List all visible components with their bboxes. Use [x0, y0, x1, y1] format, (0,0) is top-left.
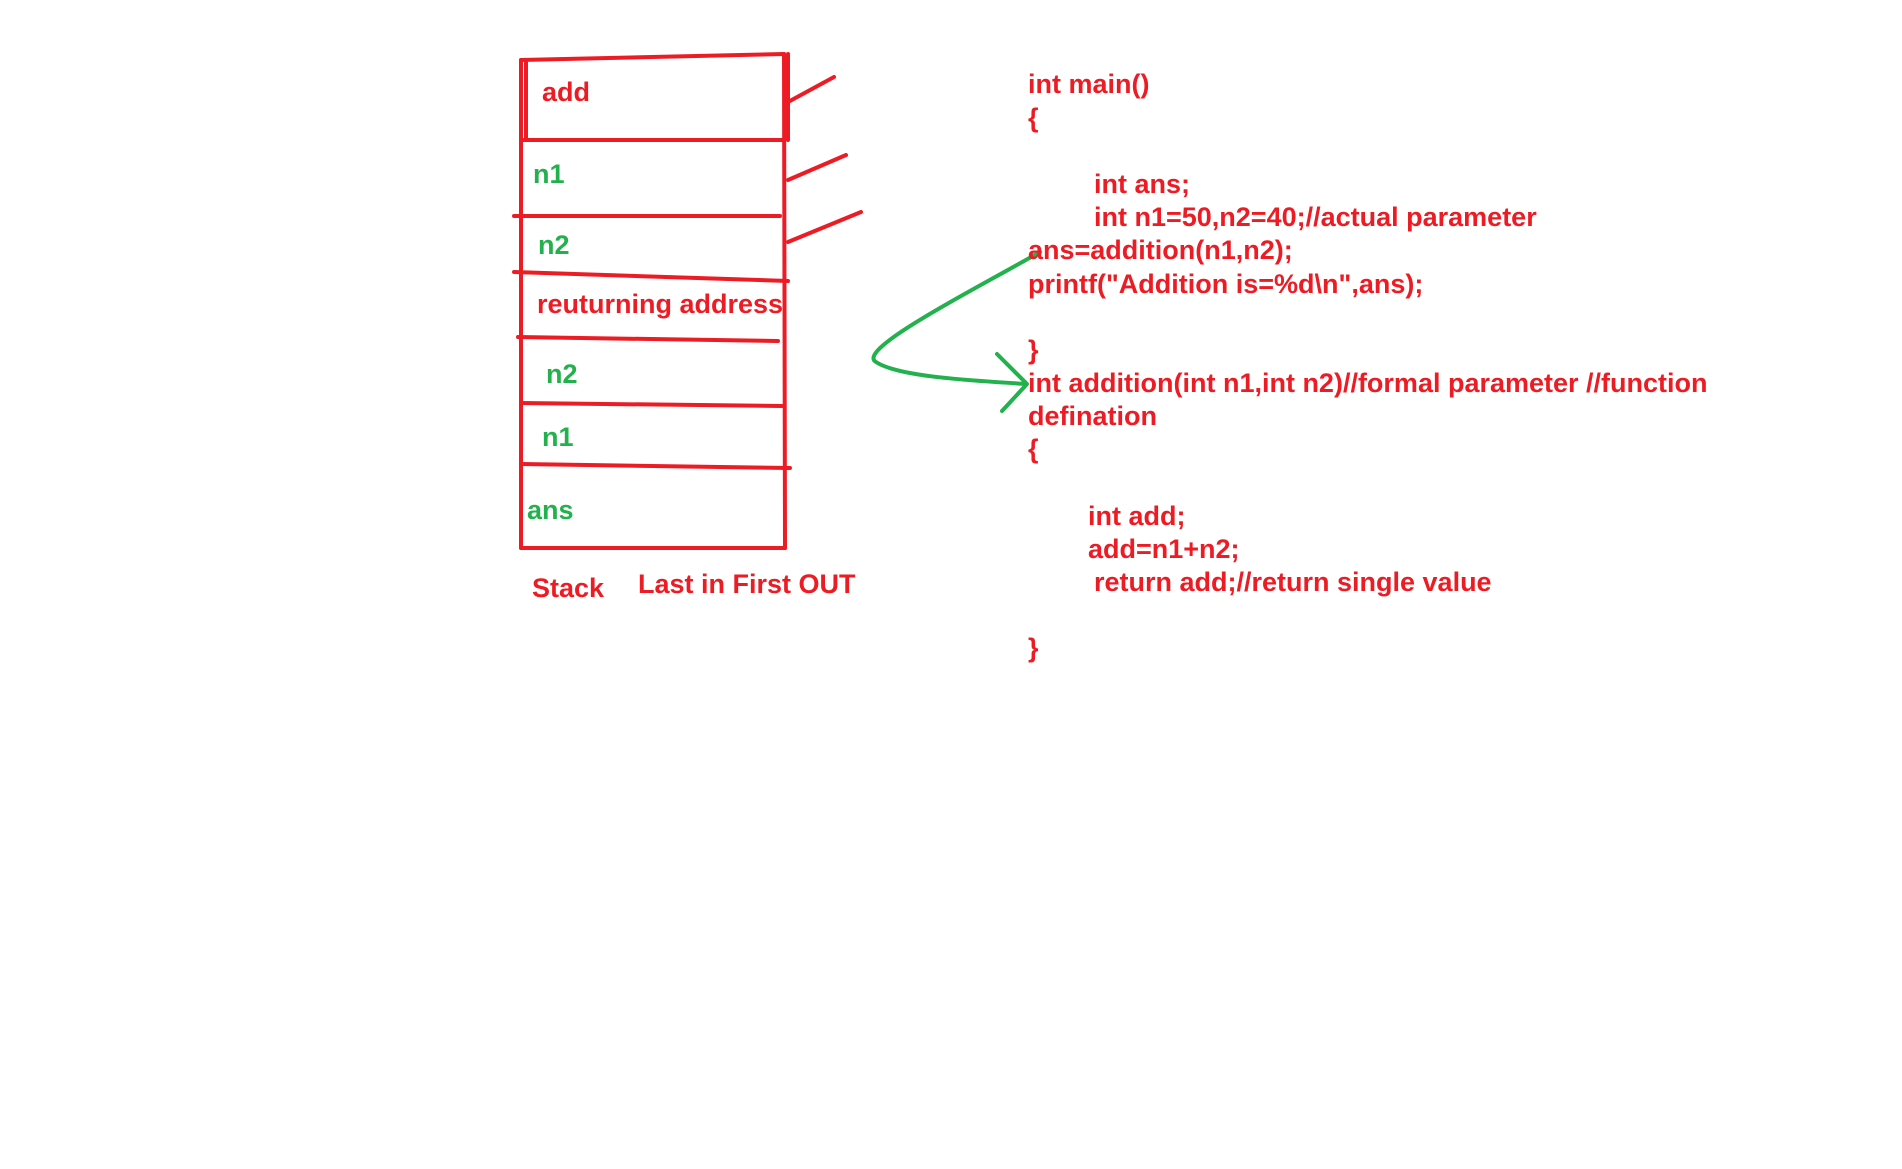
stack-slot-label: reuturning address [537, 289, 784, 319]
code-line: } [1028, 633, 1039, 663]
stack-divider [519, 462, 792, 470]
code-line: int n1=50,n2=40;//actual parameter [1094, 202, 1537, 232]
stack-slot-label: add [542, 77, 591, 107]
call-arrow-head [995, 352, 1029, 413]
stack-slot-label: n1 [542, 422, 574, 452]
code-line: printf("Addition is=%d\n",ans); [1028, 269, 1424, 299]
code-line: return add;//return single value [1094, 567, 1492, 597]
code-line: int ans; [1094, 169, 1191, 199]
stack-slot-label: n1 [533, 159, 565, 189]
stack-dividers [512, 138, 792, 470]
stack-slot-label: ans [527, 495, 574, 525]
stack-slot-label: n2 [538, 230, 570, 260]
stack-caption: Stack [532, 573, 605, 603]
code-line: defination [1028, 401, 1157, 431]
code-line: int addition(int n1,int n2)//formal para… [1028, 368, 1708, 398]
code-line: } [1028, 335, 1039, 365]
stack-divider [516, 335, 780, 343]
stack-right-edge [782, 52, 787, 550]
stack-divider [519, 401, 784, 408]
stack-box-outline [519, 52, 790, 550]
pointer-tick [786, 153, 848, 182]
call-arrow-curve [871, 250, 1042, 386]
code-line: add=n1+n2; [1088, 534, 1240, 564]
code-line: { [1028, 434, 1039, 464]
stack-divider [512, 270, 790, 283]
code-line: ans=addition(n1,n2); [1028, 235, 1293, 265]
call-arrow [871, 250, 1042, 413]
stack-top-edge [519, 52, 786, 62]
code-line: { [1028, 103, 1039, 133]
stack-slot-label: n2 [546, 359, 578, 389]
code-line: int add; [1088, 501, 1186, 531]
pointer-tick [786, 75, 836, 104]
pointer-tick [786, 210, 863, 244]
pointer-ticks [786, 75, 863, 244]
code-line: int main() [1028, 69, 1150, 99]
lifo-label: Last in First OUT [638, 569, 856, 599]
